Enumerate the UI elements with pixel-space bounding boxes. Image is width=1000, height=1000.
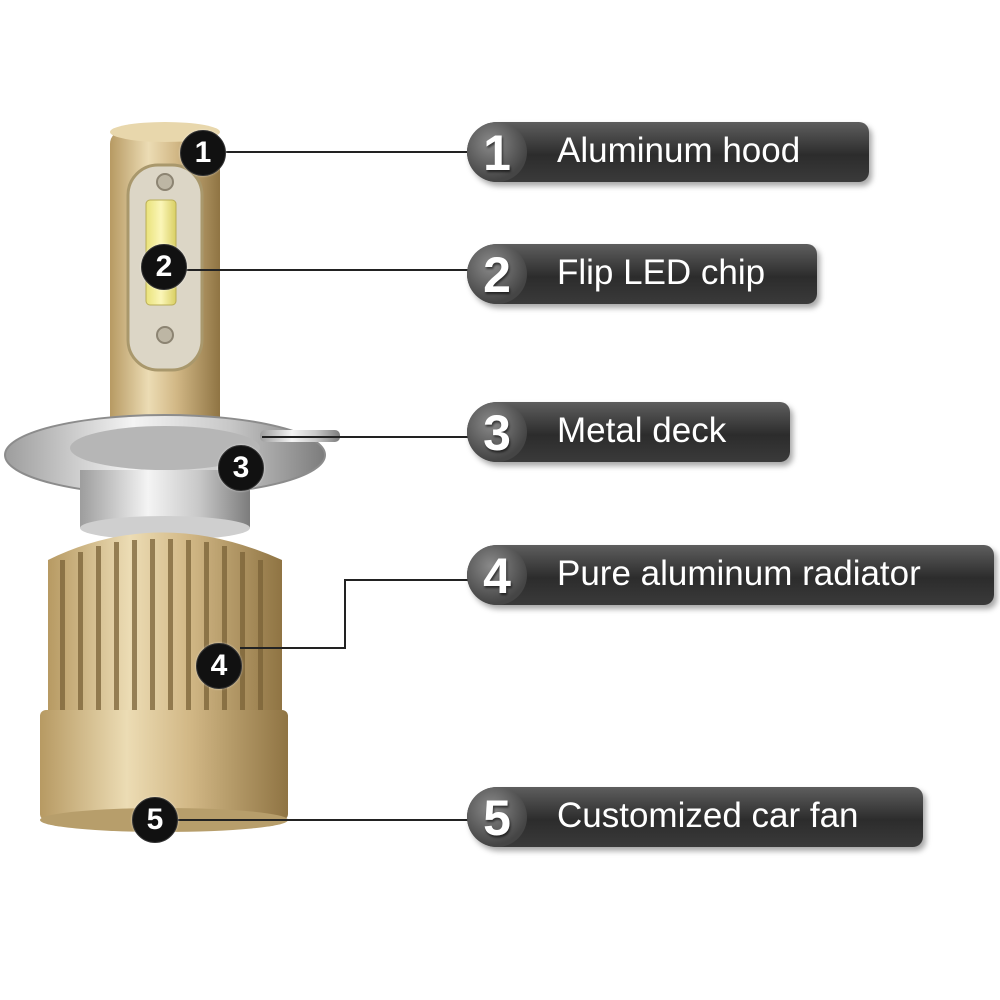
leader-lines	[175, 151, 470, 821]
label-number-circle	[467, 402, 527, 462]
marker-5: 5	[132, 797, 178, 843]
marker-4: 4	[196, 643, 242, 689]
marker-2: 2	[141, 244, 187, 290]
label-text: Pure aluminum radiator	[557, 554, 921, 593]
label-number: 5	[483, 790, 511, 846]
label-number-circle	[467, 545, 527, 605]
label-metal-deck: 3 Metal deck	[467, 402, 790, 462]
label-customized-car-fan: 5 Customized car fan	[467, 787, 923, 847]
marker-3: 3	[218, 445, 264, 491]
label-number-circle	[467, 122, 527, 182]
label-text: Customized car fan	[557, 796, 859, 835]
label-number: 4	[483, 548, 511, 604]
label-number: 3	[483, 405, 511, 461]
label-text: Aluminum hood	[557, 131, 801, 170]
aluminum-radiator	[48, 532, 282, 730]
label-flip-led-chip: 2 Flip LED chip	[467, 244, 817, 304]
label-number-circle	[467, 787, 527, 847]
label-aluminum-hood: 1 Aluminum hood	[467, 122, 869, 182]
marker-1: 1	[180, 130, 226, 176]
label-number-circle	[467, 244, 527, 304]
metal-deck	[4, 414, 340, 540]
label-pure-aluminum-radiator: 4 Pure aluminum radiator	[467, 545, 994, 605]
label-number: 2	[483, 247, 511, 303]
label-text: Flip LED chip	[557, 253, 766, 292]
label-text: Metal deck	[557, 411, 727, 450]
label-number: 1	[483, 125, 511, 181]
